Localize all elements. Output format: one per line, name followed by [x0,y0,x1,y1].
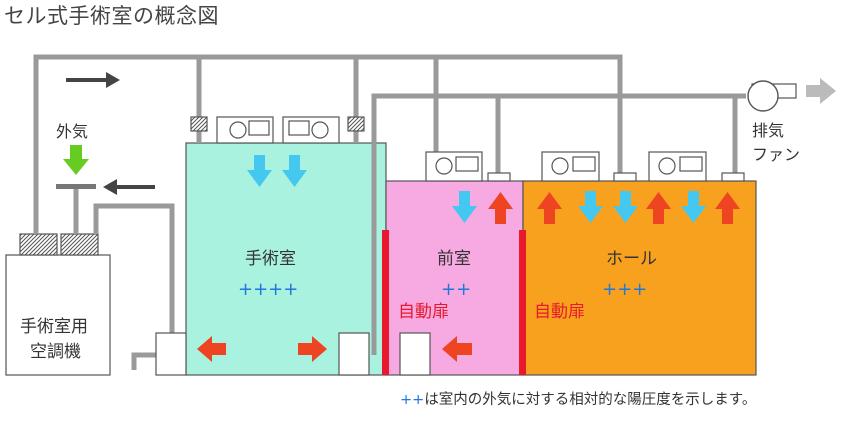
air-handling-unit [5,254,111,376]
pressure-note: ++は室内の外気に対する相対的な陽圧度を示します。 [400,391,756,408]
ahu-label-line1: 手術室用 [20,317,88,337]
exhaust-arrows [197,192,740,362]
or-return-grille-right [338,332,370,376]
supply-arrows [247,155,706,223]
hall [522,180,757,376]
outside-air-arrow-icon [63,145,89,175]
duct-damper-left [190,116,208,132]
anteroom-label: 前室 [437,249,471,269]
flow-right-arrow-icon [66,72,120,88]
hall-exhaust-grille-1 [613,172,637,182]
hall-pressure-label: +++ [602,279,647,300]
ahu-filter-right [60,233,99,256]
flow-left-arrow-icon [103,179,155,195]
anteroom-grille [399,332,431,376]
duct-network [33,54,746,370]
or-return-grille-left [155,332,187,376]
page-title: セル式手術室の概念図 [4,4,219,28]
exhaust-out-arrow-icon [806,78,836,104]
auto-door-1 [382,230,389,375]
note-plus-mark: ++ [400,392,424,408]
hall-exhaust-grille-2 [721,172,745,182]
ahu-filter-left [19,233,58,256]
exhaust-fan-label-line2: ファン [752,145,800,164]
note-text: は室内の外気に対する相対的な陽圧度を示します。 [424,391,756,408]
outside-air-damper [56,184,96,189]
hall-label: ホール [606,249,657,269]
auto-door-2-label: 自動扉 [534,302,585,322]
hall-fan-unit-1 [541,151,600,182]
or-fan-unit-1 [216,116,274,144]
hall-fan-unit-2 [648,151,707,182]
duct-damper-right [347,116,365,132]
ahu-label-line2: 空調機 [30,342,81,362]
or-room-label: 手術室 [245,249,296,269]
exhaust-fan-label-line1: 排気 [752,121,784,140]
or-fan-unit-2 [282,116,340,144]
anteroom-exhaust-grille [487,172,511,182]
auto-door-2 [519,230,526,375]
anteroom-fan-unit [425,151,483,182]
or-pressure-label: ++++ [238,279,298,300]
outside-air-label: 外気 [56,122,88,141]
exhaust-fan [747,80,797,112]
auto-door-1-label: 自動扉 [398,302,449,322]
anteroom-pressure-label: ++ [441,279,471,300]
